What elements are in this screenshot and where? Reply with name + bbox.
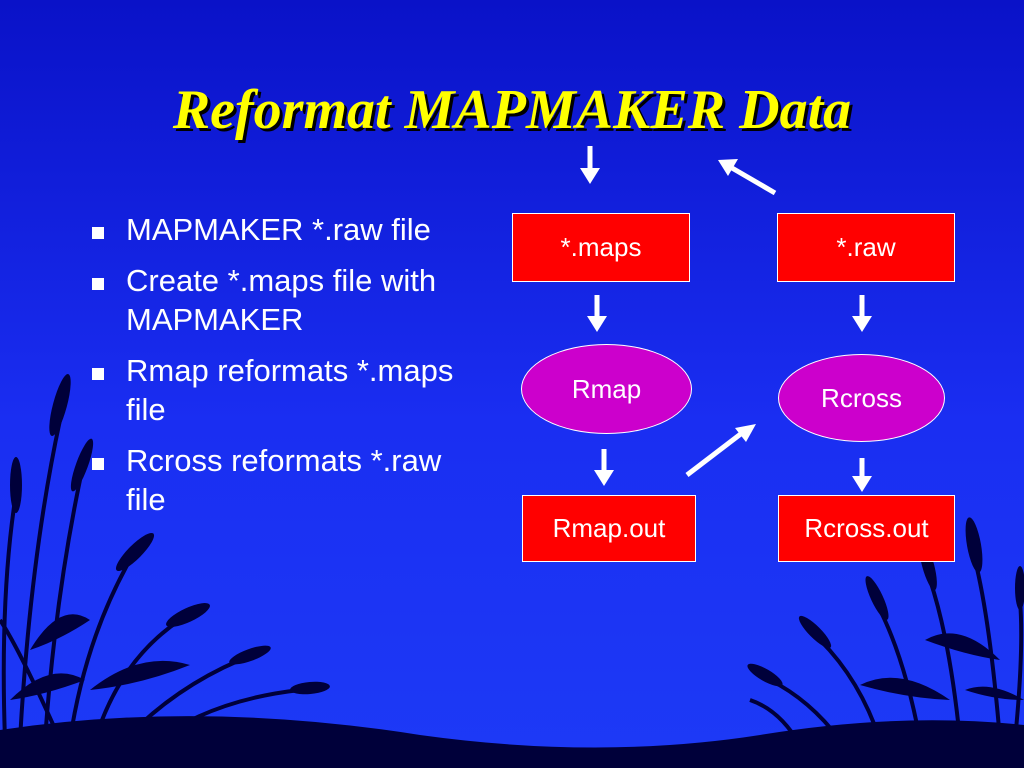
rcross-process-oval: Rcross bbox=[778, 354, 945, 442]
bullet-item: Rcross reformats *.raw file bbox=[86, 441, 476, 519]
square-bullet-icon bbox=[92, 227, 104, 239]
bullet-item: Rmap reformats *.maps file bbox=[86, 351, 476, 429]
bullet-item: MAPMAKER *.raw file bbox=[86, 210, 476, 249]
bullet-text: MAPMAKER *.raw file bbox=[126, 212, 431, 247]
raw-file-box: *.raw bbox=[777, 213, 955, 282]
rmap-process-oval: Rmap bbox=[521, 344, 692, 434]
bullet-list: MAPMAKER *.raw file Create *.maps file w… bbox=[86, 210, 476, 531]
rcross-out-box: Rcross.out bbox=[778, 495, 955, 562]
square-bullet-icon bbox=[92, 458, 104, 470]
square-bullet-icon bbox=[92, 368, 104, 380]
bullet-text: Rcross reformats *.raw file bbox=[126, 443, 442, 517]
bullet-text: Rmap reformats *.maps file bbox=[126, 353, 454, 427]
bullet-item: Create *.maps file with MAPMAKER bbox=[86, 261, 476, 339]
slide-title: Reformat MAPMAKER Data bbox=[172, 79, 852, 141]
square-bullet-icon bbox=[92, 278, 104, 290]
rmap-out-box: Rmap.out bbox=[522, 495, 696, 562]
maps-file-box: *.maps bbox=[512, 213, 690, 282]
bullet-text: Create *.maps file with MAPMAKER bbox=[126, 263, 437, 337]
